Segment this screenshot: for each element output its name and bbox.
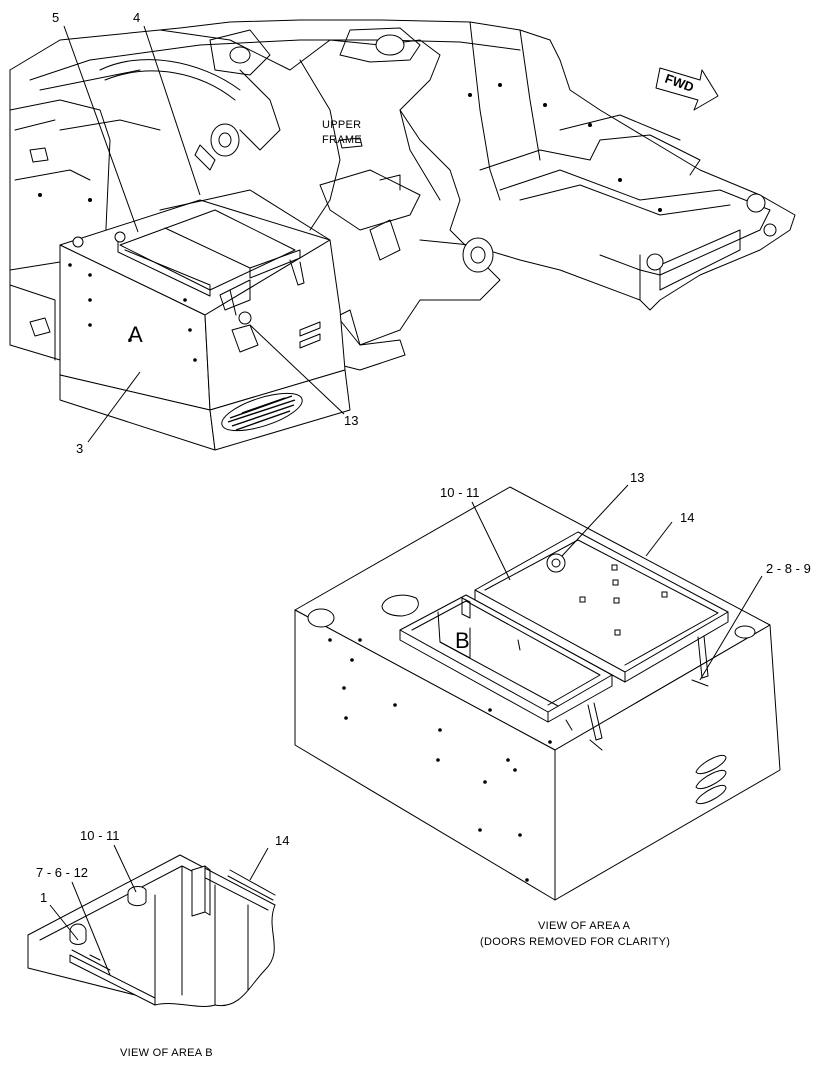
callout-3: 3 xyxy=(76,441,83,456)
callout-13: 13 xyxy=(344,413,358,428)
area-a-caption-2: (DOORS REMOVED FOR CLARITY) xyxy=(480,936,670,948)
area-a-label: A xyxy=(128,322,143,347)
callout-7-6-12: 7 - 6 - 12 xyxy=(36,865,88,880)
upper-frame-label-2: FRAME xyxy=(322,134,362,146)
area-a-labels: 10 - 11 13 14 2 - 8 - 9 B VIEW OF AREA A… xyxy=(440,470,811,948)
callout-5: 5 xyxy=(52,10,59,25)
area-a-caption-1: VIEW OF AREA A xyxy=(538,920,631,932)
area-b-caption: VIEW OF AREA B xyxy=(120,1047,213,1059)
battery-box-assembly xyxy=(59,189,351,451)
area-b-drawing xyxy=(27,854,276,1007)
callout-10-11-b: 10 - 11 xyxy=(80,828,120,843)
fwd-arrow xyxy=(655,67,719,111)
callout-4: 4 xyxy=(133,10,140,25)
upper-frame-label-1: UPPER xyxy=(322,119,361,131)
callout-14-b: 14 xyxy=(275,833,289,848)
callout-14-a: 14 xyxy=(680,510,694,525)
area-b-labels: 10 - 11 14 7 - 6 - 12 1 VIEW OF AREA B xyxy=(36,828,289,1059)
callout-10-11-a: 10 - 11 xyxy=(440,485,480,500)
area-b-label: B xyxy=(455,628,470,653)
callout-1: 1 xyxy=(40,890,47,905)
area-a-drawing xyxy=(294,486,781,901)
callout-2-8-9: 2 - 8 - 9 xyxy=(766,561,811,576)
callout-13-a: 13 xyxy=(630,470,644,485)
